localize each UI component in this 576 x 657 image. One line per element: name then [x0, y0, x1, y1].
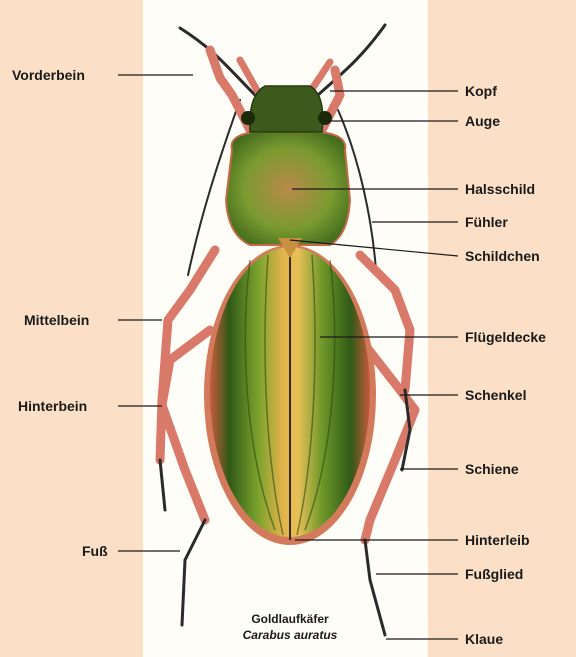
- label-fluegeldecke: Flügeldecke: [465, 329, 546, 345]
- label-hinterleib: Hinterleib: [465, 532, 530, 548]
- label-schiene: Schiene: [465, 461, 519, 477]
- label-halsschild: Halsschild: [465, 181, 535, 197]
- label-fuss: Fuß: [82, 543, 108, 559]
- left-eye: [241, 111, 255, 125]
- caption-common-name: Goldlaufkäfer: [190, 612, 390, 626]
- label-fuehler: Fühler: [465, 214, 508, 230]
- label-klaue: Klaue: [465, 631, 503, 647]
- label-auge: Auge: [465, 113, 500, 129]
- label-mittelbein: Mittelbein: [24, 312, 89, 328]
- left-middle-tarsus: [160, 460, 165, 510]
- left-hind-tarsus: [182, 520, 205, 625]
- head: [250, 86, 323, 132]
- label-vorderbein: Vorderbein: [12, 67, 85, 83]
- label-fussglied: Fußglied: [465, 566, 523, 582]
- left-hind-leg: [162, 330, 210, 520]
- label-schildchen: Schildchen: [465, 248, 540, 264]
- caption-scientific-name: Carabus auratus: [190, 628, 390, 642]
- label-hinterbein: Hinterbein: [18, 398, 87, 414]
- right-eye: [318, 111, 332, 125]
- label-schenkel: Schenkel: [465, 387, 526, 403]
- label-kopf: Kopf: [465, 83, 497, 99]
